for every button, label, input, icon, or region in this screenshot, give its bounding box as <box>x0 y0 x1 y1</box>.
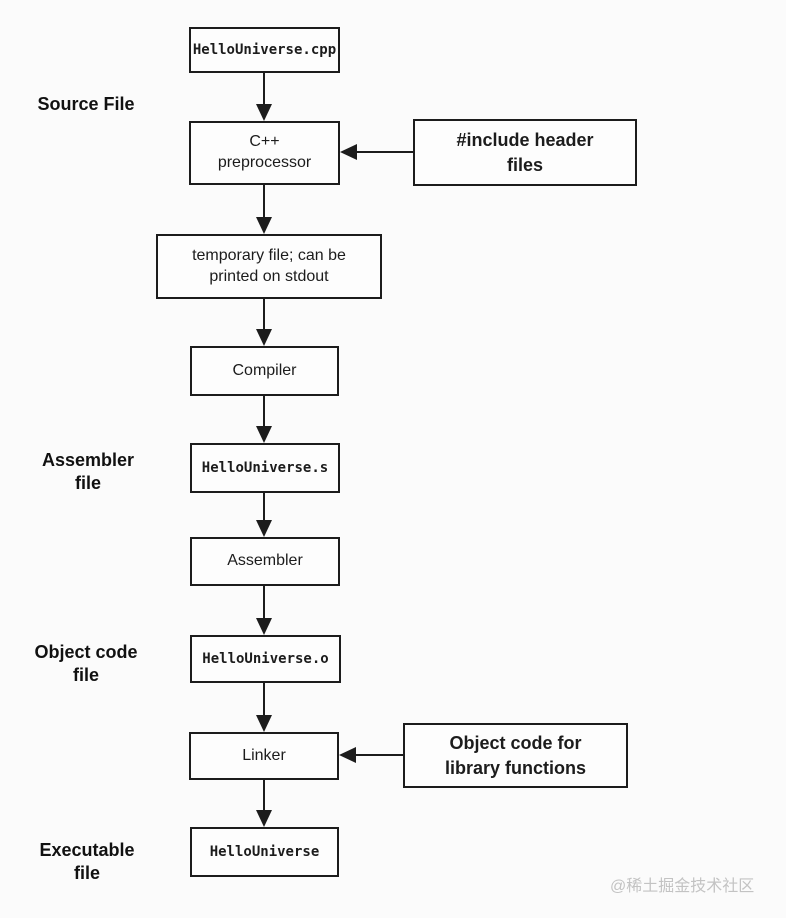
node-source-cpp-file: HelloUniverse.cpp <box>189 27 340 73</box>
arrow-head-down-icon <box>256 520 272 537</box>
node-cpp-preprocessor: C++ preprocessor <box>189 121 340 185</box>
node-linker-text: Linker <box>242 746 286 764</box>
node-object-code-file: HelloUniverse.o <box>190 635 341 683</box>
arrow-head-left-icon <box>339 747 356 763</box>
node-library-object-code: Object code for library functions <box>403 723 628 788</box>
arrow-line <box>356 754 403 756</box>
arrow-head-down-icon <box>256 104 272 121</box>
label-executable-file: Executable file <box>18 839 156 886</box>
node-object-code-file-text: HelloUniverse.o <box>202 650 329 667</box>
arrow-line <box>356 151 413 153</box>
arrow-line <box>263 780 265 810</box>
node-executable-text: HelloUniverse <box>209 843 320 860</box>
label-executable-file-line1: Executable <box>39 840 135 860</box>
node-temporary-file-line2: printed on stdout <box>209 267 329 285</box>
node-cpp-preprocessor-line2: preprocessor <box>217 154 312 171</box>
arrow-head-down-icon <box>256 618 272 635</box>
arrow-line <box>263 586 265 618</box>
arrow-head-down-icon <box>256 217 272 234</box>
arrow-head-left-icon <box>340 144 357 160</box>
label-source-file-line: Source File <box>37 94 135 114</box>
arrow-head-down-icon <box>256 810 272 827</box>
node-include-header-line2: files <box>506 154 544 175</box>
arrow-line <box>263 185 265 217</box>
arrow-head-down-icon <box>256 426 272 443</box>
node-compiler: Compiler <box>190 346 339 396</box>
arrow-head-down-icon <box>256 329 272 346</box>
node-source-cpp-file-text: HelloUniverse.cpp <box>192 41 337 58</box>
node-linker: Linker <box>189 732 339 780</box>
label-executable-file-line2: file <box>73 863 100 884</box>
label-object-code-file-line1: Object code <box>34 642 138 662</box>
node-temporary-file: temporary file; can be printed on stdout <box>156 234 382 299</box>
watermark-text: @稀土掘金技术社区 <box>610 878 755 895</box>
label-assembler-file-line1: Assembler <box>41 450 135 470</box>
arrow-line <box>263 73 265 104</box>
node-temporary-file-line1: temporary file; can be <box>192 246 346 264</box>
arrow-line <box>263 683 265 715</box>
label-object-code-file-line2: file <box>72 665 99 686</box>
node-assembler-file: HelloUniverse.s <box>190 443 340 493</box>
node-include-header-line1: #include header <box>456 130 594 151</box>
node-library-object-code-line2: library functions <box>444 757 587 778</box>
arrow-head-down-icon <box>256 715 272 732</box>
node-cpp-preprocessor-line1: C++ <box>249 133 280 151</box>
node-executable: HelloUniverse <box>190 827 339 877</box>
node-compiler-text: Compiler <box>232 361 297 379</box>
label-source-file: Source File <box>16 93 156 116</box>
node-assembler: Assembler <box>190 537 340 586</box>
node-library-object-code-line1: Object code for <box>449 733 582 754</box>
label-assembler-file: Assembler file <box>20 449 156 496</box>
node-include-header-files: #include header files <box>413 119 637 186</box>
arrow-line <box>263 299 265 329</box>
label-object-code-file: Object code file <box>16 641 156 688</box>
label-assembler-file-line2: file <box>74 473 101 494</box>
arrow-line <box>263 396 265 426</box>
arrow-line <box>263 493 265 520</box>
node-assembler-file-text: HelloUniverse.s <box>201 459 329 476</box>
node-assembler-text: Assembler <box>227 552 303 570</box>
